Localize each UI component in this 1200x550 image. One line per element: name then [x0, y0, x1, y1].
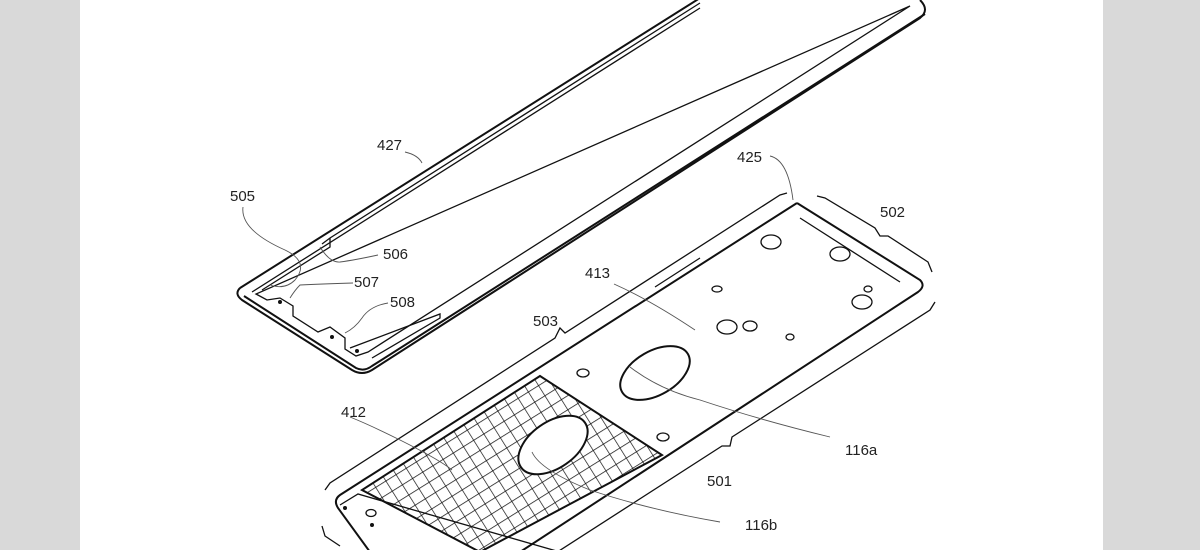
opening-116b: [517, 414, 589, 476]
bracket-502: [816, 195, 933, 273]
label-425: 425: [737, 149, 762, 166]
screw-hole: [278, 300, 282, 304]
screw-hole: [355, 349, 359, 353]
leader-lines: [242, 151, 831, 523]
label-427: 427: [377, 137, 402, 154]
frame-427: [236, 0, 926, 374]
panel-425: [334, 202, 924, 550]
panel-holes: [365, 234, 873, 518]
label-508: 508: [390, 294, 415, 311]
label-412: 412: [341, 404, 366, 421]
label-116a: 116a: [845, 442, 878, 459]
label-502: 502: [880, 204, 905, 221]
label-116b: 116b: [745, 517, 777, 534]
bracket-501: [559, 301, 936, 550]
label-506: 506: [383, 246, 408, 263]
label-501: 501: [707, 473, 732, 490]
dimension-brackets: [321, 192, 936, 550]
bracket-503: [324, 192, 788, 491]
screw-hole: [330, 335, 334, 339]
opening-116a: [619, 345, 691, 401]
label-413: 413: [585, 265, 610, 282]
label-503: 503: [533, 313, 558, 330]
label-505: 505: [230, 188, 255, 205]
label-507: 507: [354, 274, 379, 291]
